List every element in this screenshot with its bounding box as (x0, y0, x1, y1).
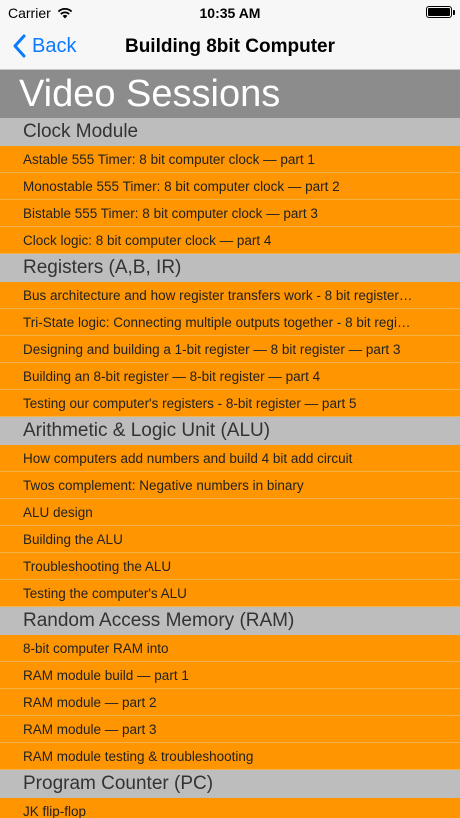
list-item[interactable]: RAM module — part 2 (0, 689, 460, 716)
list-item[interactable]: Designing and building a 1-bit register … (0, 336, 460, 363)
list-item[interactable]: 8-bit computer RAM into (0, 635, 460, 662)
list-item[interactable]: Troubleshooting the ALU (0, 553, 460, 580)
chevron-left-icon (13, 34, 26, 58)
list-item[interactable]: Astable 555 Timer: 8 bit computer clock … (0, 146, 460, 173)
section-header: Random Access Memory (RAM) (0, 607, 460, 635)
section-alu: Arithmetic & Logic Unit (ALU) How comput… (0, 417, 460, 607)
list-item[interactable]: Building the ALU (0, 526, 460, 553)
section-ram: Random Access Memory (RAM) 8-bit compute… (0, 607, 460, 770)
back-button[interactable]: Back (12, 34, 76, 58)
list-item[interactable]: Testing our computer's registers - 8-bit… (0, 390, 460, 417)
list-item[interactable]: Testing the computer's ALU (0, 580, 460, 607)
section-header: Program Counter (PC) (0, 770, 460, 798)
navigation-bar: Back Building 8bit Computer (0, 26, 460, 70)
wifi-icon (57, 8, 73, 19)
section-registers: Registers (A,B, IR) Bus architecture and… (0, 254, 460, 417)
page-header-title: Video Sessions (19, 73, 281, 115)
list-item[interactable]: RAM module — part 3 (0, 716, 460, 743)
status-bar: Carrier 10:35 AM (0, 0, 460, 26)
section-header: Registers (A,B, IR) (0, 254, 460, 282)
carrier-info: Carrier (8, 5, 73, 21)
list-item[interactable]: RAM module testing & troubleshooting (0, 743, 460, 770)
list-item[interactable]: Monostable 555 Timer: 8 bit computer clo… (0, 173, 460, 200)
list-item[interactable]: Clock logic: 8 bit computer clock — part… (0, 227, 460, 254)
battery-icon (426, 6, 455, 18)
section-clock-module: Clock Module Astable 555 Timer: 8 bit co… (0, 118, 460, 254)
list-item[interactable]: How computers add numbers and build 4 bi… (0, 445, 460, 472)
page-header: Video Sessions (0, 70, 460, 118)
list-item[interactable]: Twos complement: Negative numbers in bin… (0, 472, 460, 499)
back-label: Back (32, 34, 77, 57)
section-header: Arithmetic & Logic Unit (ALU) (0, 417, 460, 445)
list-item[interactable]: Building an 8-bit register — 8-bit regis… (0, 363, 460, 390)
list-item[interactable]: ALU design (0, 499, 460, 526)
list-item[interactable]: Bistable 555 Timer: 8 bit computer clock… (0, 200, 460, 227)
list-item[interactable]: JK flip-flop (0, 798, 460, 818)
list-item[interactable]: Tri-State logic: Connecting multiple out… (0, 309, 460, 336)
nav-title: Building 8bit Computer (124, 36, 336, 57)
session-list[interactable]: Clock Module Astable 555 Timer: 8 bit co… (0, 118, 460, 818)
section-program-counter: Program Counter (PC) JK flip-flop (0, 770, 460, 818)
status-time: 10:35 AM (199, 5, 261, 21)
carrier-label: Carrier (8, 5, 51, 21)
section-header: Clock Module (0, 118, 460, 146)
list-item[interactable]: Bus architecture and how register transf… (0, 282, 460, 309)
list-item[interactable]: RAM module build — part 1 (0, 662, 460, 689)
